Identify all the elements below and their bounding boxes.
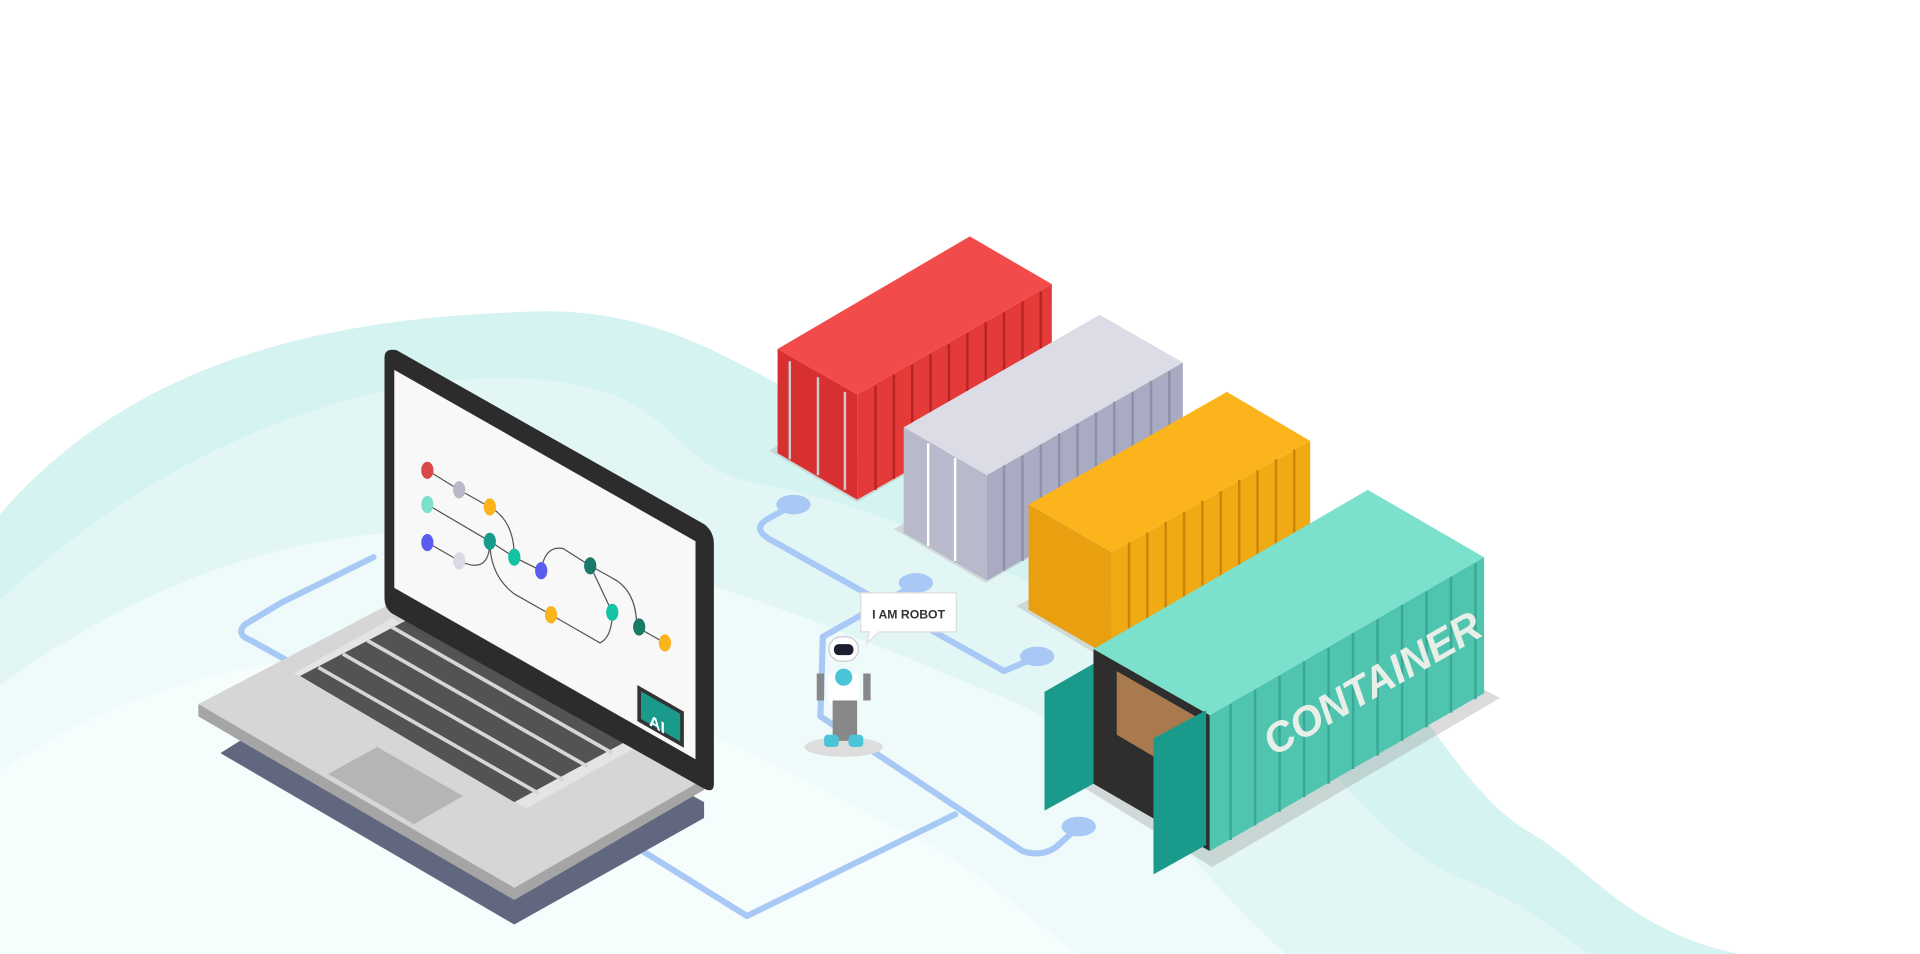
workflow-nodes — [421, 461, 672, 652]
path-nodes — [776, 494, 1096, 837]
keyboard — [300, 618, 643, 803]
container-red — [768, 236, 1066, 503]
speech-bubble: I AM ROBOT — [860, 592, 957, 645]
container-door-left — [1044, 663, 1094, 811]
network-paths — [238, 501, 1081, 920]
container-door-right — [1153, 710, 1207, 875]
trackpad — [328, 747, 463, 825]
laptop: AI — [198, 349, 714, 925]
container-teal: CONTAINER — [1044, 489, 1500, 875]
robot — [804, 636, 883, 757]
container-yellow — [1016, 391, 1323, 662]
ai-chip-label: AI — [649, 710, 665, 738]
speech-bubble-text: I AM ROBOT — [872, 607, 945, 621]
ai-chip-icon: AI — [637, 685, 684, 748]
